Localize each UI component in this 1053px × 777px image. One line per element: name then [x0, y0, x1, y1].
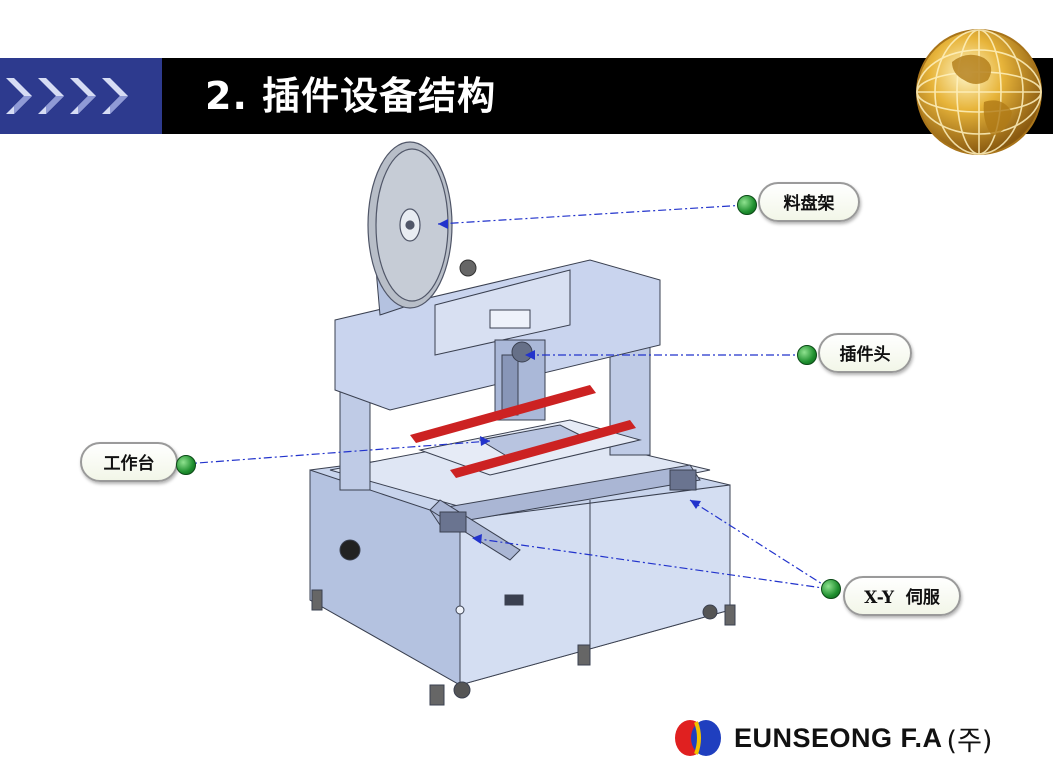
gold-globe-icon [916, 29, 1042, 155]
callout-dot-insert-head [797, 345, 817, 365]
callout-worktable: 工作台 [80, 442, 178, 482]
callout-dot-worktable [176, 455, 196, 475]
brand-suffix: (주) [946, 725, 993, 757]
header-band [0, 58, 1053, 134]
callout-dot-xy-servo [821, 579, 841, 599]
page-title: 2. 插件设备结构 [205, 74, 497, 118]
brand-footer: EUNSEONG F.A (주) [672, 716, 992, 760]
callout-insert-head: 插件头 [818, 333, 912, 373]
callout-reel-rack: 料盘架 [758, 182, 860, 222]
chevron-box [0, 58, 162, 134]
insertion-machine-illustration [309, 141, 736, 706]
eunseong-logo-icon [675, 720, 721, 756]
callout-xy-servo: X-Y 伺服 [843, 576, 961, 616]
brand-name: EUNSEONG F.A [734, 722, 943, 753]
callout-dot-reel-rack [737, 195, 757, 215]
chevrons-right-icon [6, 78, 128, 114]
